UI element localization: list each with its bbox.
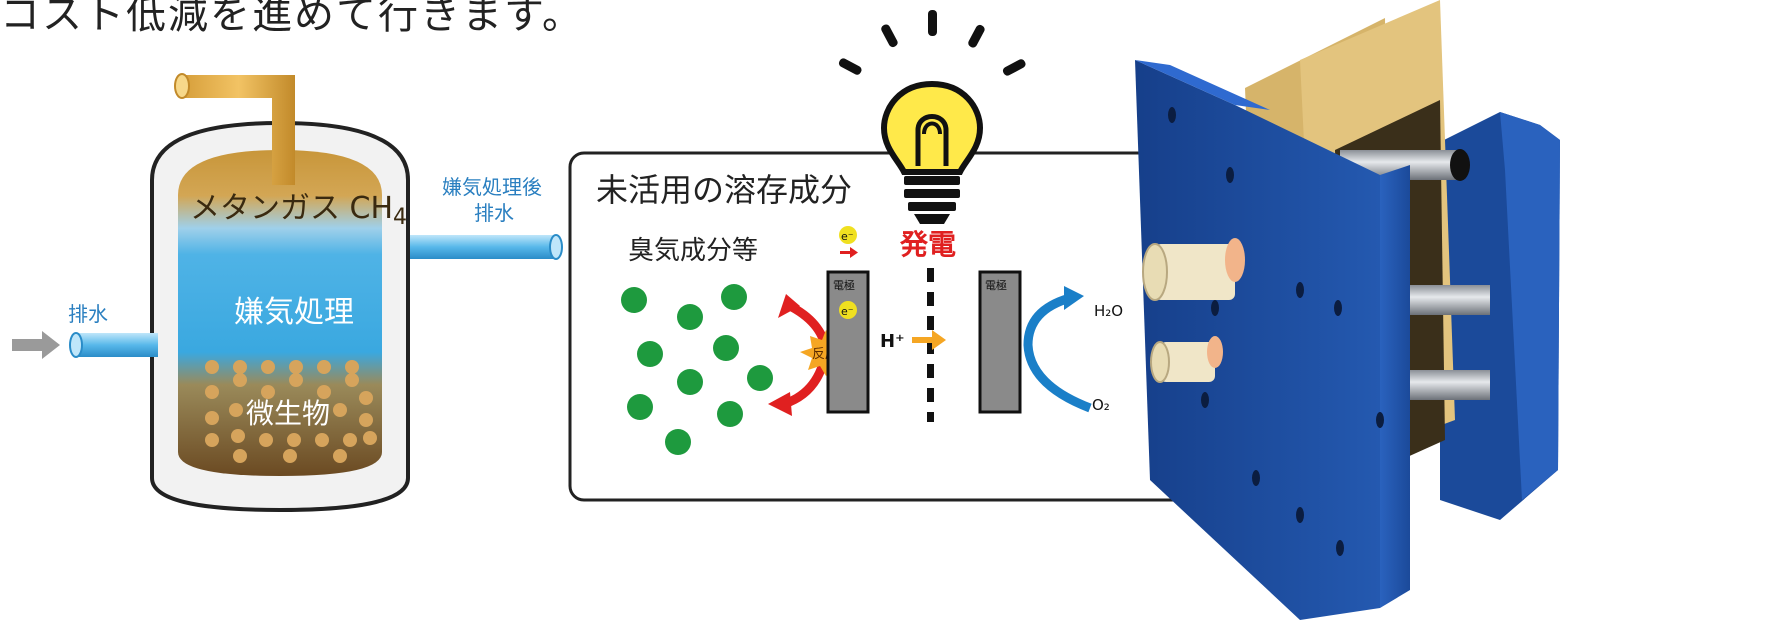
dissolved-molecules bbox=[621, 284, 773, 455]
electron-flow-arrow bbox=[840, 247, 858, 258]
panel-title: 未活用の溶存成分 bbox=[596, 171, 852, 209]
light-bulb-icon bbox=[838, 10, 1026, 224]
anode-electron-label: e⁻ bbox=[841, 305, 854, 318]
header-text: コスト低減を進めて行きます。 bbox=[0, 0, 584, 38]
inflow-arrow bbox=[12, 331, 60, 359]
anaerobic-process-label: 嫌気処理 bbox=[234, 295, 354, 330]
biogas-pipe bbox=[174, 73, 295, 185]
proton-label: H⁺ bbox=[880, 331, 905, 352]
anode-electrode bbox=[826, 270, 870, 414]
water-label: H₂O bbox=[1094, 302, 1123, 320]
methane-gas-label: メタンガス CH4 bbox=[190, 191, 407, 230]
oxygen-reduction-arrow bbox=[1023, 286, 1092, 413]
fuel-cell-device-image bbox=[1135, 0, 1560, 620]
cathode-electrode bbox=[978, 270, 1022, 414]
anode-electron bbox=[839, 301, 857, 319]
power-generation-label: 発電 bbox=[899, 228, 956, 261]
odor-components-label: 臭気成分等 bbox=[628, 236, 758, 266]
inflow-pipe bbox=[69, 332, 158, 358]
membrane bbox=[927, 268, 934, 422]
transfer-electron bbox=[839, 226, 857, 244]
microbe-particles bbox=[205, 360, 377, 463]
inflow-label: 排水 bbox=[68, 302, 108, 326]
transfer-electron-label: e⁻ bbox=[841, 230, 854, 243]
anode-electrode-label: 電極 bbox=[833, 278, 855, 292]
outflow-label-line2: 排水 bbox=[474, 201, 514, 225]
outflow-pipe bbox=[410, 234, 563, 260]
oxygen-label: O₂ bbox=[1092, 396, 1110, 414]
microbe-label: 微生物 bbox=[246, 397, 330, 430]
cathode-electrode-label: 電極 bbox=[985, 278, 1007, 292]
proton-arrow bbox=[912, 330, 946, 350]
outflow-label-line1: 嫌気処理後 bbox=[442, 175, 542, 199]
